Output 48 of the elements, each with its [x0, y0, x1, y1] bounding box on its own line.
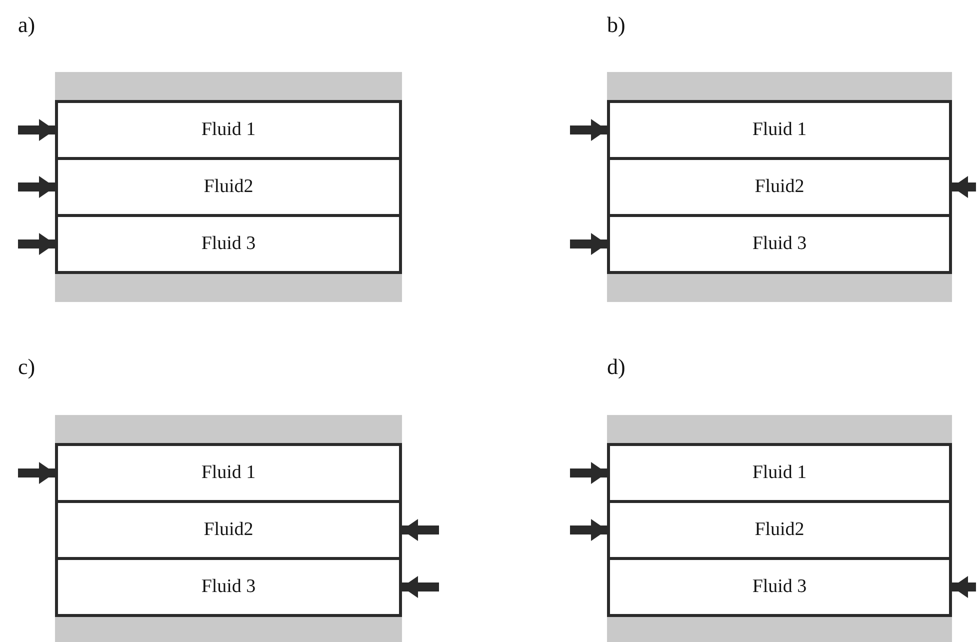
fluid-channel — [607, 157, 952, 217]
fluid-label: Fluid2 — [754, 519, 804, 541]
fluid-channel — [607, 500, 952, 560]
fluid-label: Fluid 1 — [752, 462, 807, 484]
fluid-channel — [607, 443, 952, 503]
inflow-arrow — [570, 519, 607, 541]
inflow-arrow — [18, 462, 55, 484]
inflow-arrow — [18, 176, 55, 198]
inflow-arrow — [570, 119, 607, 141]
inflow-arrow — [952, 576, 976, 598]
fluid-channel — [607, 100, 952, 160]
inflow-arrow — [402, 519, 439, 541]
wall-band — [607, 617, 952, 642]
fluid-channel — [55, 500, 402, 560]
wall-band — [55, 274, 402, 302]
inflow-arrow — [18, 233, 55, 255]
fluid-label: Fluid2 — [204, 519, 254, 541]
fluid-label: Fluid 3 — [201, 233, 256, 255]
fluid-channel — [55, 557, 402, 617]
inflow-arrow — [18, 119, 55, 141]
panel-label: d) — [607, 354, 626, 380]
fluid-channel — [607, 214, 952, 274]
panel-label: c) — [18, 354, 36, 380]
fluid-label: Fluid 3 — [752, 576, 807, 598]
inflow-arrow — [570, 233, 607, 255]
inflow-arrow — [402, 576, 439, 598]
wall-band — [55, 72, 402, 100]
fluid-channel — [55, 157, 402, 217]
fluid-channel — [607, 557, 952, 617]
wall-band — [55, 415, 402, 443]
wall-band — [55, 617, 402, 642]
fluid-label: Fluid 3 — [752, 233, 807, 255]
panel-label: b) — [607, 12, 626, 38]
wall-band — [607, 415, 952, 443]
fluid-label: Fluid2 — [204, 176, 254, 198]
wall-band — [607, 274, 952, 302]
fluid-channel — [55, 443, 402, 503]
fluid-label: Fluid 1 — [752, 119, 807, 141]
wall-band — [607, 72, 952, 100]
fluid-label: Fluid 3 — [201, 576, 256, 598]
fluid-label: Fluid 1 — [201, 462, 256, 484]
panel-label: a) — [18, 12, 36, 38]
fluid-label: Fluid2 — [754, 176, 804, 198]
fluid-channel — [55, 100, 402, 160]
inflow-arrow — [570, 462, 607, 484]
fluid-label: Fluid 1 — [201, 119, 256, 141]
inflow-arrow — [952, 176, 976, 198]
fluid-channel — [55, 214, 402, 274]
